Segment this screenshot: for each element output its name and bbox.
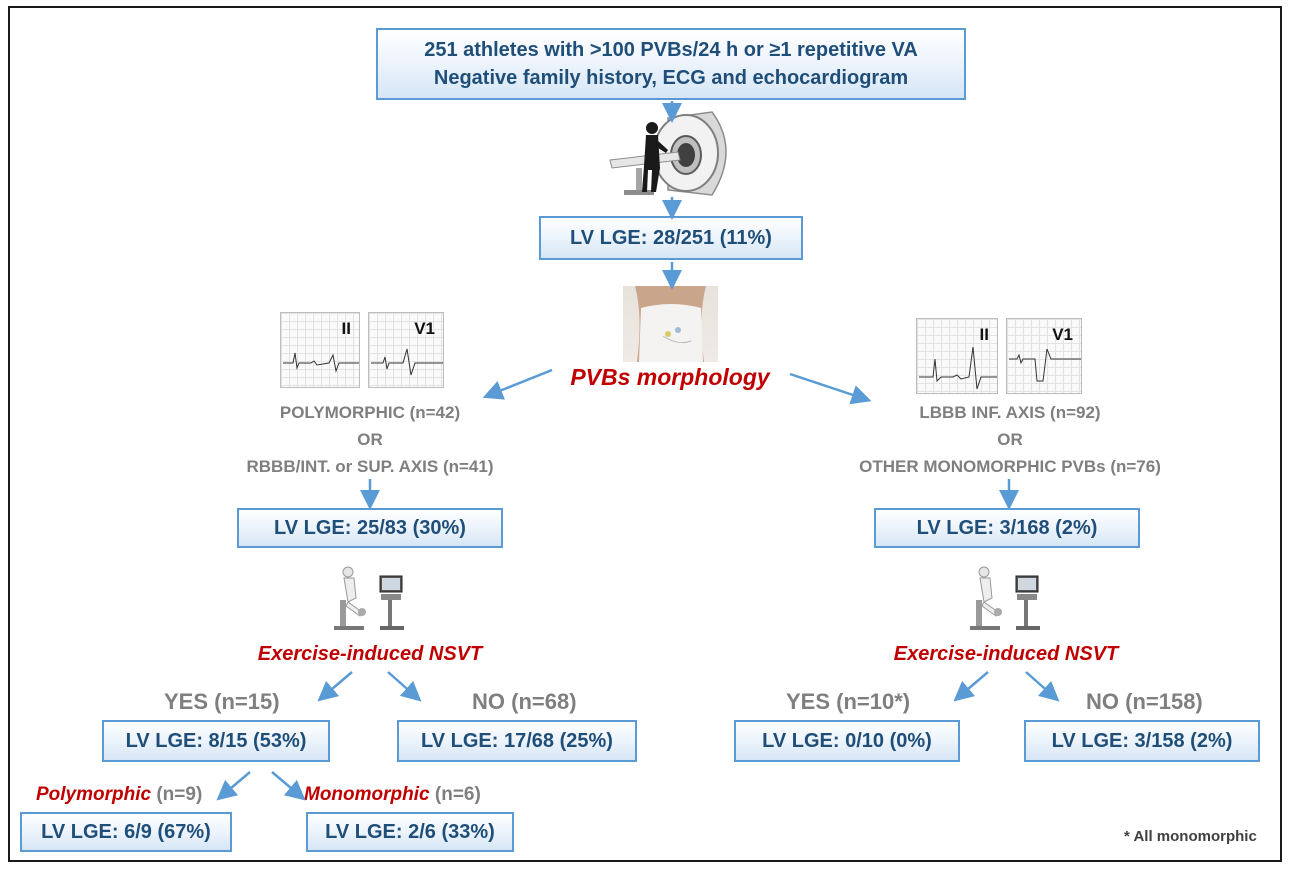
top-box: 251 athletes with >100 PVBs/24 h or ≥1 r… [376, 28, 966, 100]
right-group-line2: OTHER MONOMORPHIC PVBs (n=76) [859, 457, 1161, 476]
right-lge-box: LV LGE: 3/168 (2%) [874, 508, 1140, 548]
left-ecg-lead-ii: II [280, 312, 360, 388]
right-exercise-label: Exercise-induced NSVT [893, 643, 1119, 665]
right-ecg-lead-v1: V1 [1006, 318, 1082, 394]
right-ecg-lead-ii-label: II [979, 325, 989, 344]
polymorphic-label-text: Polymorphic [36, 784, 152, 805]
right-ecg-lead-ii: II [916, 318, 998, 394]
right-group-line1: LBBB INF. AXIS (n=92) [919, 403, 1101, 422]
right-ecg-lead-v1-label: V1 [1052, 325, 1073, 344]
right-no-label: NO (n=158) [1086, 689, 1203, 714]
right-group-or: OR [997, 430, 1023, 449]
left-yes-box: LV LGE: 8/15 (53%) [102, 720, 330, 762]
polymorphic-box-text: LV LGE: 6/9 (67%) [41, 821, 211, 843]
pvbs-morphology-label: PVBs morphology [570, 364, 770, 390]
left-no-box: LV LGE: 17/68 (25%) [397, 720, 637, 762]
mri-result-text: LV LGE: 28/251 (11%) [570, 227, 772, 249]
footnote: * All monomorphic [1124, 828, 1257, 845]
left-yes-label: YES (n=15) [164, 689, 280, 714]
monomorphic-box: LV LGE: 2/6 (33%) [306, 812, 514, 852]
right-lge-text: LV LGE: 3/168 (2%) [916, 517, 1098, 539]
left-exercise-label: Exercise-induced NSVT [257, 643, 483, 665]
left-yes-box-text: LV LGE: 8/15 (53%) [125, 730, 307, 752]
top-box-line1: 251 athletes with >100 PVBs/24 h or ≥1 r… [424, 39, 918, 61]
monomorphic-n: (n=6) [434, 784, 481, 805]
top-box-line2: Negative family history, ECG and echocar… [433, 67, 909, 89]
left-group-line2: RBBB/INT. or SUP. AXIS (n=41) [246, 457, 494, 476]
left-group-line1: POLYMORPHIC (n=42) [279, 403, 461, 422]
mri-result-box: LV LGE: 28/251 (11%) [539, 216, 803, 260]
left-ecg-lead-v1: V1 [368, 312, 444, 388]
monomorphic-label-text: Monomorphic [304, 784, 430, 805]
left-exercise-test-icon [334, 566, 404, 630]
right-yes-box-text: LV LGE: 0/10 (0%) [762, 730, 932, 752]
left-lge-text: LV LGE: 25/83 (30%) [274, 517, 466, 539]
left-group-or: OR [357, 430, 383, 449]
holter-torso-photo [623, 286, 718, 362]
left-no-box-text: LV LGE: 17/68 (25%) [421, 730, 613, 752]
right-no-box-text: LV LGE: 3/158 (2%) [1051, 730, 1233, 752]
right-yes-box: LV LGE: 0/10 (0%) [734, 720, 960, 762]
monomorphic-box-text: LV LGE: 2/6 (33%) [325, 821, 495, 843]
polymorphic-box: LV LGE: 6/9 (67%) [20, 812, 232, 852]
left-lge-box: LV LGE: 25/83 (30%) [237, 508, 503, 548]
polymorphic-n: (n=9) [156, 784, 203, 805]
right-no-box: LV LGE: 3/158 (2%) [1024, 720, 1260, 762]
polymorphic-label: Polymorphic (n=9) [36, 784, 202, 806]
left-ecg-lead-v1-label: V1 [414, 319, 435, 338]
right-exercise-test-icon [970, 566, 1040, 630]
figure-frame [8, 6, 1282, 862]
right-yes-label: YES (n=10*) [786, 689, 911, 714]
left-no-label: NO (n=68) [472, 689, 577, 714]
left-ecg-lead-ii-label: II [341, 319, 351, 338]
monomorphic-label: Monomorphic (n=6) [304, 784, 481, 806]
